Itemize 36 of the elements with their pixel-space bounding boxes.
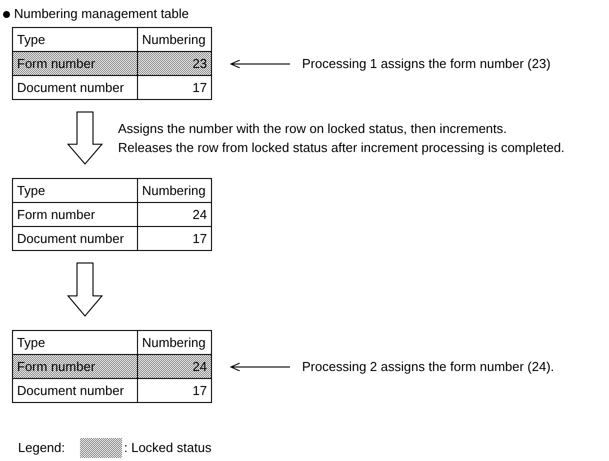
table-cell-text: 24	[192, 206, 208, 224]
table-cell: Form number	[13, 355, 138, 378]
table-row	[13, 379, 211, 403]
annotation-text: Processing 1 assigns the form number (23)	[302, 56, 551, 71]
table-cell: Document number	[13, 379, 138, 402]
table-cell-text: Numbering	[141, 31, 207, 49]
table	[12, 178, 212, 251]
table-row	[13, 203, 211, 227]
legend-text: : Locked status	[124, 440, 212, 455]
locked-table-row	[13, 355, 211, 379]
locked-table-row	[13, 52, 211, 76]
table-cell-text: Numbering	[141, 182, 207, 200]
table-cell: Form number	[13, 203, 138, 226]
annotation-text: Processing 2 assigns the form number (24).	[302, 359, 554, 374]
table-cell-text: 24	[192, 358, 208, 376]
table-cell: Form number	[13, 52, 138, 75]
table-cell-text: 17	[192, 382, 208, 400]
table-cell: Type	[13, 331, 138, 354]
table-cell: Type	[13, 179, 138, 202]
table-row	[13, 76, 211, 100]
table-row	[13, 179, 211, 203]
hollow-down-arrow	[66, 112, 104, 165]
table-cell-text: 23	[192, 55, 208, 73]
table-row	[13, 227, 211, 251]
table-cell: Type	[13, 28, 138, 51]
table-cell-text: 17	[192, 230, 208, 248]
legend-title: Legend:	[18, 440, 65, 455]
table-cell-text: 17	[192, 79, 208, 97]
table-cell-text: Numbering	[141, 334, 207, 352]
table-cell: Document number	[13, 227, 138, 250]
hollow-down-arrow	[66, 262, 104, 317]
arrow	[230, 60, 290, 68]
table	[12, 330, 212, 403]
arrow	[230, 362, 290, 372]
table-cell: Document number	[13, 76, 138, 99]
table-heading: Numbering management table	[14, 6, 189, 21]
